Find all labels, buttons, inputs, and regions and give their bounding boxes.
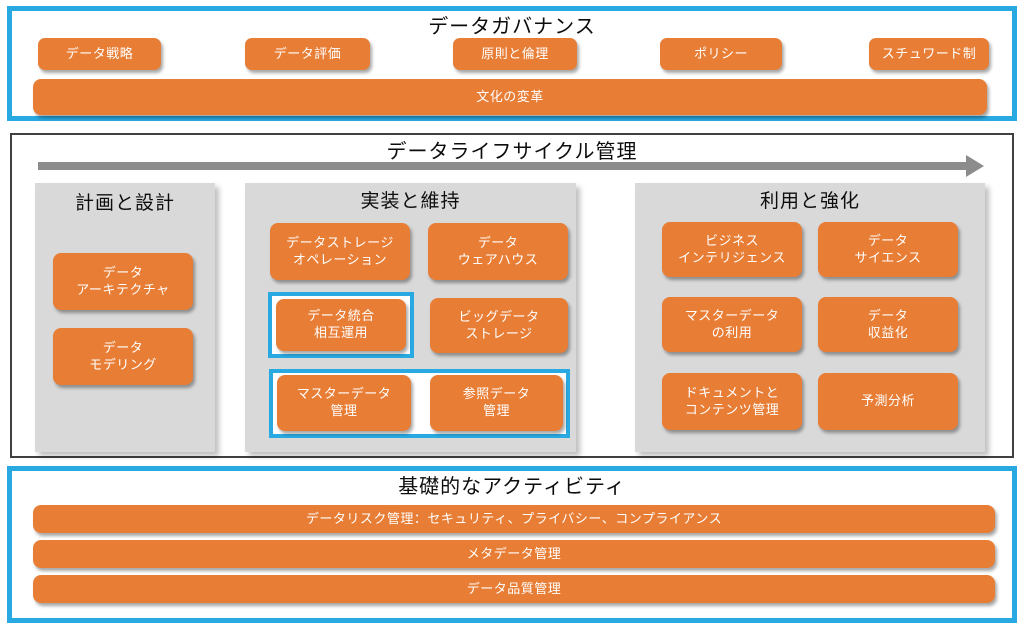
column-plan-design-title: 計画と設計 <box>74 193 175 214</box>
lifecycle-title: データライフサイクル管理 <box>386 141 638 163</box>
card-policy: ポリシー <box>660 38 782 70</box>
bar-data-risk-management: データリスク管理：セキュリティ、プライバシー、コンプライアンス <box>33 505 995 533</box>
column-implement-maintain-title: 実装と維持 <box>360 191 461 212</box>
bar-data-quality-management: データ品質管理 <box>33 575 995 603</box>
card-data-modeling: データ モデリング <box>53 328 193 385</box>
card-big-data-storage: ビッグデータ ストレージ <box>430 298 568 353</box>
card-data-warehouse: データ ウェアハウス <box>428 223 568 280</box>
card-data-monetization: データ 収益化 <box>818 297 958 352</box>
lifecycle-arrow-shaft <box>38 162 968 170</box>
card-data-science: データ サイエンス <box>818 222 958 277</box>
column-plan-design <box>35 183 215 452</box>
card-data-valuation: データ評価 <box>245 38 370 70</box>
card-document-content-management: ドキュメントと コンテンツ管理 <box>662 373 802 430</box>
lifecycle-arrow-head <box>966 155 984 177</box>
governance-title: データガバナンス <box>428 16 596 38</box>
card-reference-data-management: 参照データ 管理 <box>430 375 563 431</box>
card-data-integration-interop: データ統合 相互運用 <box>276 299 406 351</box>
card-data-architecture: データ アーキテクチャ <box>53 253 193 310</box>
card-predictive-analytics: 予測分析 <box>818 373 958 430</box>
card-master-data-usage: マスターデータ の利用 <box>662 297 802 352</box>
card-data-strategy: データ戦略 <box>38 38 161 70</box>
card-principles-ethics: 原則と倫理 <box>453 38 577 70</box>
card-data-storage-operations: データストレージ オペレーション <box>270 223 410 280</box>
bar-metadata-management: メタデータ管理 <box>33 540 995 568</box>
card-master-data-management: マスターデータ 管理 <box>277 375 411 431</box>
foundational-title: 基礎的なアクティビティ <box>398 476 626 498</box>
card-stewardship: スチュワード制 <box>869 38 989 70</box>
bar-culture-change: 文化の変革 <box>33 79 987 115</box>
card-business-intelligence: ビジネス インテリジェンス <box>662 222 802 277</box>
column-use-enhance-title: 利用と強化 <box>759 191 860 212</box>
